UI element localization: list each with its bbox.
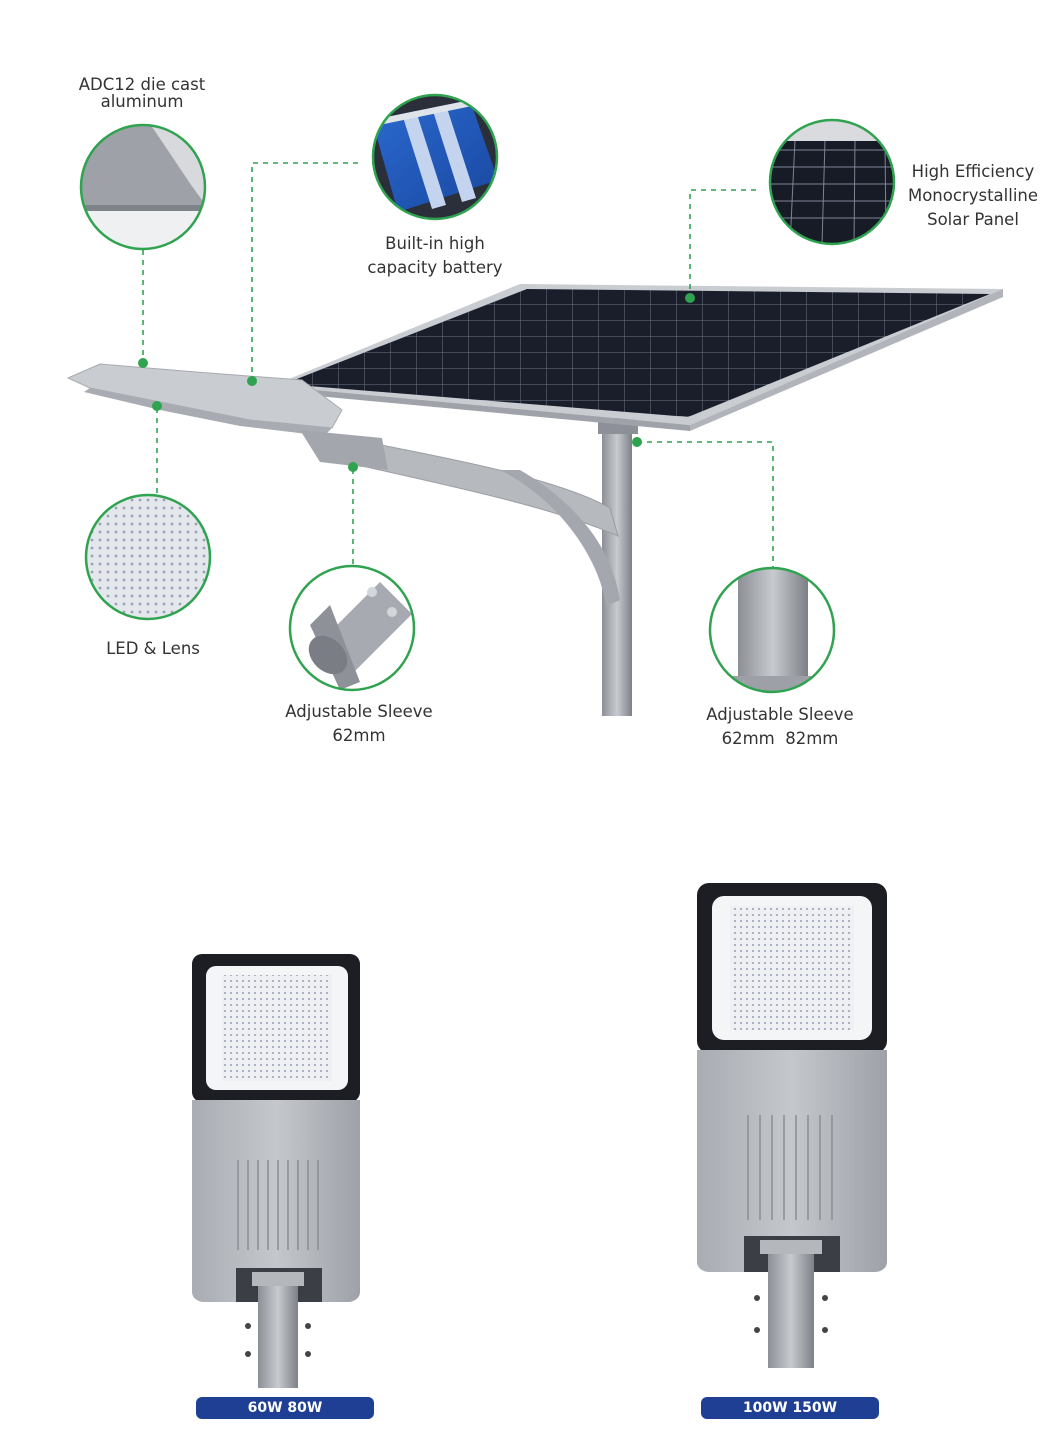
label-sleeve-line1: Adjustable Sleeve xyxy=(285,702,433,721)
model-badge-100w-150w: 100W 150W xyxy=(701,1397,879,1419)
label-solar-line2: Monocrystalline xyxy=(907,186,1039,205)
label-battery-line2: capacity battery xyxy=(367,258,503,277)
label-sleeve-62: Adjustable Sleeve 62mm xyxy=(270,700,448,748)
solar-street-light xyxy=(66,284,1003,716)
label-battery: Built-in high capacity battery xyxy=(352,232,518,280)
label-sleeve-line2: 62mm xyxy=(332,726,386,745)
bracket-arm xyxy=(354,439,619,537)
leader-dots xyxy=(138,293,695,472)
callout-circle-solar-panel xyxy=(768,118,896,246)
label-aluminum-line2: aluminum xyxy=(100,92,184,111)
led-array-large xyxy=(730,906,854,1030)
callout-circle-battery xyxy=(371,93,499,221)
label-pole-sleeve-line2: 62mm 82mm xyxy=(721,729,839,748)
callout-circle-pole-sleeve xyxy=(708,566,836,694)
label-aluminum-line1: ADC12 die cast xyxy=(78,75,206,94)
label-sleeve-pole: Adjustable Sleeve 62mm 82mm xyxy=(690,703,870,751)
callout-circle-led xyxy=(84,493,212,621)
callout-circle-aluminum xyxy=(79,123,207,251)
solar-panel-cells xyxy=(284,289,990,417)
label-led-line1: LED & Lens xyxy=(106,639,200,658)
callout-circle-sleeve xyxy=(288,564,416,692)
model-badge-60w-80w: 60W 80W xyxy=(196,1397,374,1419)
label-pole-sleeve-line1: Adjustable Sleeve xyxy=(706,705,854,724)
sleeve xyxy=(300,430,388,470)
label-solar-line1: High Efficiency xyxy=(911,162,1035,181)
label-solar-panel: High Efficiency Monocrystalline Solar Pa… xyxy=(896,160,1050,232)
led-array-small xyxy=(222,975,332,1081)
luminaire-model-100w-150w xyxy=(697,883,887,1368)
bracket-brace xyxy=(500,470,620,606)
luminaire-model-60w-80w xyxy=(192,954,360,1388)
label-solar-line3: Solar Panel xyxy=(927,210,1019,229)
label-battery-line1: Built-in high xyxy=(385,234,485,253)
leader-lines xyxy=(142,162,774,567)
label-led: LED & Lens xyxy=(88,637,218,661)
label-aluminum: ADC12 die cast aluminum xyxy=(62,76,222,110)
